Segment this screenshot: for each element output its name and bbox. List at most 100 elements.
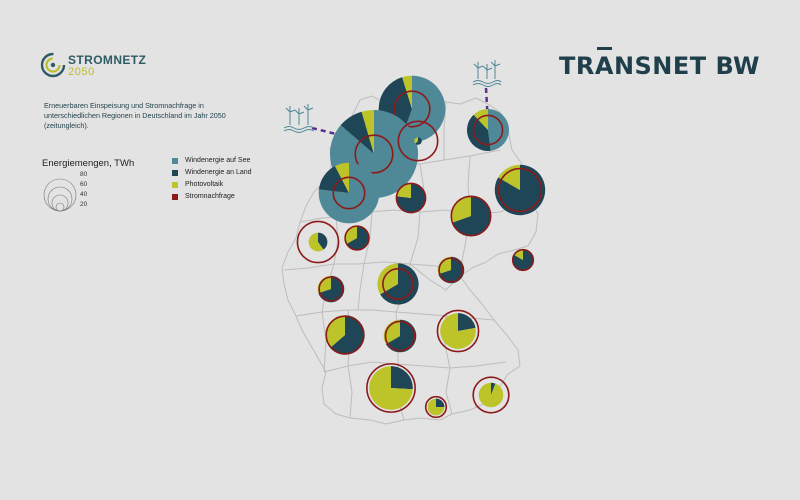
demand-ring (382, 268, 414, 300)
pie-slice-offshore (400, 75, 446, 143)
region-westfalen (344, 225, 370, 251)
pie-slice-onshore (467, 114, 491, 151)
demand-ring (354, 134, 394, 174)
demand-ring (438, 257, 464, 283)
size-legend: Energiemengen, TWh 80 60 40 20 (42, 158, 162, 218)
region-hamburg (397, 120, 439, 162)
legend-swatch (172, 158, 178, 164)
region-symbols (296, 75, 546, 419)
pie-slice-pv (440, 313, 476, 349)
pie-slice-onshore (452, 195, 492, 237)
demand-ring (424, 395, 448, 419)
pie-slice-onshore (318, 275, 345, 303)
region-munich (424, 395, 448, 419)
region-saar-pfalz (325, 315, 365, 355)
brand-part-2: A (594, 47, 614, 80)
pie-slice-pv (414, 137, 418, 144)
pie-slice-pv (334, 162, 349, 193)
stromnetz-year: 2050 (68, 66, 95, 78)
region-border (323, 361, 507, 373)
legend-swatch (172, 182, 178, 188)
stromnetz-logo: STROMNETZ 2050 (40, 52, 150, 82)
size-legend-label: 40 (80, 191, 88, 198)
pie-slice-onshore (491, 382, 496, 395)
size-legend-label: 20 (80, 201, 88, 208)
pie-slice-onshore (330, 315, 365, 355)
pie-slice-pv (317, 275, 331, 294)
legend-label: Stromnachfrage (185, 193, 235, 200)
offshore-wind-icon (472, 60, 502, 87)
pie-slice-onshore (438, 256, 465, 284)
pie-slice-pv (478, 382, 504, 408)
demand-ring (397, 120, 439, 162)
region-border (443, 101, 447, 160)
legend-swatch (172, 170, 178, 176)
legend-label: Windenergie an Land (185, 169, 252, 176)
demand-ring (296, 220, 340, 264)
legend-label: Photovoltaik (185, 181, 224, 188)
pie-slice-pv (473, 109, 488, 130)
offshore-link (311, 126, 337, 136)
legend-label: Windenergie auf See (185, 157, 251, 164)
region-hessen-north (377, 263, 419, 305)
demand-ring (393, 90, 431, 128)
demand-ring (511, 248, 535, 272)
demand-ring (436, 309, 480, 353)
size-legend-label: 80 (80, 171, 88, 178)
pie-slice-offshore (318, 162, 380, 224)
demand-ring (384, 320, 416, 352)
pie-slice-pv (308, 232, 324, 252)
stromnetz-title: STROMNETZ (68, 53, 147, 67)
pie-slice-onshore (385, 319, 417, 353)
demand-ring (318, 276, 344, 302)
pie-slice-onshore (346, 225, 370, 251)
pie-slice-pv (437, 256, 451, 275)
demand-ring (344, 225, 370, 251)
region-border (283, 261, 461, 273)
pie-slice-onshore (318, 232, 328, 250)
size-legend-label: 60 (80, 181, 88, 188)
region-sachsen-east (511, 248, 535, 272)
map-description: Erneuerbaren Einspeisung und Stromnachfr… (44, 101, 226, 130)
region-baden-wuerttemberg (366, 363, 416, 413)
transnet-bw-logo: TRANSNET BW (559, 47, 760, 80)
region-thueringen (437, 256, 465, 284)
legend-swatch (172, 194, 178, 200)
demand-ring (395, 182, 427, 214)
region-frankfurt (383, 319, 417, 353)
pie-slice-onshore (415, 137, 422, 145)
region-magdeburg (450, 195, 492, 237)
demand-ring (366, 363, 416, 413)
pie-slice-pv (369, 366, 413, 410)
region-rhine-ruhr-west (296, 220, 340, 264)
region-rheinland-pfalz (317, 275, 345, 303)
demand-ring (497, 167, 543, 213)
pie-slice-onshore (391, 366, 413, 390)
region-far-north-east (467, 109, 509, 151)
offshore-wind-icon (283, 104, 315, 133)
pie-slice-pv (383, 319, 400, 345)
pie-slice-onshore (436, 398, 445, 407)
pie-slice-onshore (458, 313, 476, 331)
stromnetz-logo-icon (40, 52, 66, 78)
region-hannover (395, 182, 427, 214)
demand-ring (450, 195, 492, 237)
demand-ring (325, 315, 365, 355)
region-franken (436, 309, 480, 353)
region-brandenburg-east (494, 164, 546, 216)
demand-ring (472, 114, 504, 146)
pie-slice-onshore (340, 111, 374, 154)
pie-slice-pv (427, 398, 445, 416)
demand-ring (472, 376, 510, 414)
pie-slice-pv (450, 195, 471, 223)
pie-slice-pv (498, 164, 520, 190)
brand-part-3: NSNET BW (613, 52, 760, 80)
pie-slice-onshore (318, 166, 349, 193)
size-legend-title: Energiemengen, TWh (42, 158, 135, 169)
size-legend-circles (43, 178, 77, 212)
pie-slice-pv (361, 109, 374, 154)
region-ems-region (318, 162, 380, 224)
pie-slice-offshore (488, 109, 509, 151)
pie-slice-pv (395, 182, 411, 198)
